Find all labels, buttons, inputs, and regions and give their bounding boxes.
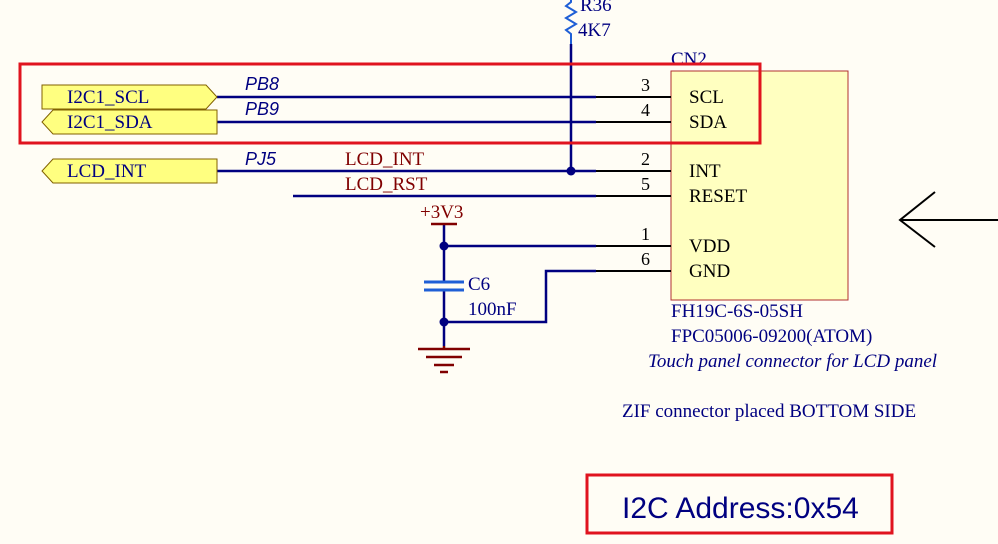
net-label-pb9: PB9 xyxy=(245,99,279,119)
net-label-pj5: PJ5 xyxy=(245,149,277,169)
power-3v3[interactable]: +3V3 xyxy=(420,202,463,226)
port-label: LCD_INT xyxy=(67,161,147,182)
pin-name: VDD xyxy=(689,236,730,257)
power-label: +3V3 xyxy=(420,202,463,223)
resistor-r36[interactable]: R36 4K7 xyxy=(564,0,612,44)
wires xyxy=(217,44,596,346)
pin-number: 1 xyxy=(641,224,650,244)
connector-description: Touch panel connector for LCD panel xyxy=(648,351,937,372)
zif-note: ZIF connector placed BOTTOM SIDE xyxy=(622,401,916,422)
pin-number: 5 xyxy=(641,174,650,194)
junction-dot xyxy=(566,166,576,176)
capacitor-c6[interactable]: C6 100nF xyxy=(424,274,517,320)
connector-part: FH19C-6S-05SH xyxy=(671,301,803,322)
pin-number: 2 xyxy=(641,149,650,169)
connector-mpn: FPC05006-09200(ATOM) xyxy=(671,326,872,347)
pin-name: INT xyxy=(689,161,721,182)
net-label-lcd-rst: LCD_RST xyxy=(345,174,428,195)
pin-number: 3 xyxy=(641,75,650,95)
connector-ref: CN2 xyxy=(671,49,707,70)
arrow-left-icon xyxy=(898,191,998,248)
port-label: I2C1_SCL xyxy=(67,87,149,108)
port-label: I2C1_SDA xyxy=(67,112,153,133)
resistor-ref: R36 xyxy=(580,0,612,16)
i2c-highlight-box xyxy=(18,62,762,145)
capacitor-value: 100nF xyxy=(468,299,517,320)
net-label-lcd-int: LCD_INT xyxy=(345,149,425,170)
resistor-value: 4K7 xyxy=(578,20,611,41)
net-label-pb8: PB8 xyxy=(245,74,279,94)
junction-dot xyxy=(439,317,449,327)
pin-name: SDA xyxy=(689,112,727,133)
pin-number: 4 xyxy=(641,100,650,120)
pin-name: RESET xyxy=(689,186,747,207)
pin-name: SCL xyxy=(689,87,724,108)
pin-name: GND xyxy=(689,261,730,282)
i2c-address-box: I2C Address:0x54 xyxy=(585,473,894,535)
port-i2c1-scl[interactable]: I2C1_SCL xyxy=(41,84,218,110)
connector-cn2[interactable]: CN2 3 4 2 5 1 6 SCL SDA INT RESET VDD GN… xyxy=(596,49,937,372)
i2c-address-label: I2C Address:0x54 xyxy=(622,492,859,525)
junction-dot xyxy=(439,241,449,251)
ground-icon xyxy=(418,346,470,374)
port-lcd-int[interactable]: LCD_INT xyxy=(41,158,218,184)
capacitor-ref: C6 xyxy=(468,274,490,295)
port-i2c1-sda[interactable]: I2C1_SDA xyxy=(41,109,218,135)
pin-number: 6 xyxy=(641,249,650,269)
